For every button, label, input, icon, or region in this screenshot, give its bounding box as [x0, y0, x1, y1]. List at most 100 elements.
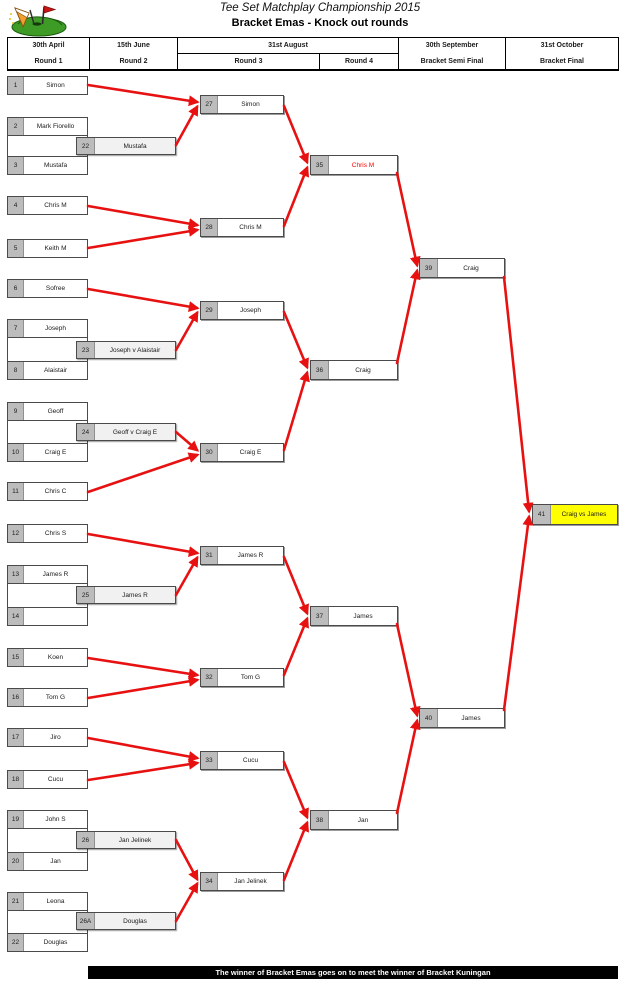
match-number: 31	[201, 547, 218, 564]
match-player: Mark Fiorello	[36, 123, 75, 130]
match-number: 1	[8, 77, 24, 94]
match-number: 28	[201, 219, 218, 236]
match-player: Sofree	[45, 285, 66, 292]
header-col-round1: 30th April Round 1	[8, 38, 89, 69]
match-box-sf-39: 39 Craig	[419, 258, 505, 278]
match-number: 29	[201, 302, 218, 319]
match-player: Chris S	[44, 530, 67, 537]
match-player: Mustafa	[43, 162, 68, 169]
match-player: Craig	[463, 264, 479, 272]
match-box-r1-16: 16 Tom G	[7, 688, 88, 707]
match-box-r1-15: 15 Koen	[7, 648, 88, 667]
match-number: 20	[8, 853, 24, 870]
match-number: 15	[8, 649, 24, 666]
match-number: 4	[8, 197, 24, 214]
footer-banner: The winner of Bracket Emas goes on to me…	[88, 966, 618, 979]
match-number: 33	[201, 752, 218, 769]
match-number: 16	[8, 689, 24, 706]
match-player: Chris C	[44, 488, 67, 495]
match-player: Keith M	[44, 245, 67, 252]
bracket-subtitle: Bracket Emas - Knock out rounds	[231, 17, 409, 29]
header-round3: Round 3	[234, 58, 263, 65]
match-player: James R	[42, 571, 69, 578]
match-player: Alaistair	[43, 367, 68, 374]
match-player: Koen	[47, 654, 64, 661]
match-number: 22	[8, 934, 24, 951]
match-player: James	[461, 714, 481, 722]
match-number: 30	[201, 444, 218, 461]
header-date: 31st August	[268, 42, 308, 49]
match-player: Jan	[357, 816, 369, 824]
header-round: Round 1	[34, 57, 63, 65]
match-player: James R	[95, 587, 175, 603]
match-player: James R	[237, 552, 264, 559]
match-number: 39	[420, 259, 438, 277]
header-round: Round 2	[119, 57, 148, 65]
match-player: Leona	[46, 898, 65, 905]
match-box-r1-14: 14	[7, 607, 88, 626]
match-number: 35	[311, 156, 329, 174]
header-col-round3-4: 31st August Round 3 Round 4	[177, 38, 398, 69]
match-player: Simon	[241, 101, 260, 108]
match-number: 26	[77, 832, 95, 848]
match-player: Douglas	[43, 939, 68, 946]
match-number: 25	[77, 587, 95, 603]
match-player: Geoff	[47, 408, 64, 415]
match-number: 24	[77, 424, 95, 440]
match-number: 32	[201, 669, 218, 686]
match-player: Simon	[46, 82, 65, 89]
header-col-final: 31st October Bracket Final	[505, 38, 618, 69]
match-player: Geoff v Craig E	[95, 424, 175, 440]
match-player: Tom G	[45, 694, 66, 701]
bracket-connector	[7, 829, 8, 852]
match-player: Jan Jelinek	[95, 832, 175, 848]
match-box-r4-35: 35 Chris M	[310, 155, 398, 175]
match-player: Chris M	[351, 161, 375, 169]
match-player: John S	[45, 816, 66, 823]
match-player: Craig	[355, 366, 371, 374]
match-number: 17	[8, 729, 24, 746]
match-box-r3-31: 31 James R	[200, 546, 284, 565]
match-box-r3-27: 27 Simon	[200, 95, 284, 114]
match-number: 13	[8, 566, 24, 583]
header-round: Bracket Semi Final	[420, 57, 484, 65]
match-number: 12	[8, 525, 24, 542]
match-player	[24, 608, 87, 625]
match-box-r1-13: 13 James R	[7, 565, 88, 584]
header-round: Bracket Final	[540, 57, 584, 65]
match-number: 27	[201, 96, 218, 113]
bracket-connector	[7, 136, 8, 156]
header-date: 30th September	[425, 42, 479, 50]
match-player: Cucu	[47, 776, 64, 783]
match-number: 10	[8, 444, 24, 461]
match-number: 23	[77, 342, 95, 358]
match-player: Chris M	[239, 224, 262, 231]
bracket-connector	[7, 338, 8, 361]
match-number: 18	[8, 771, 24, 788]
header-subrow: Round 3 Round 4	[178, 53, 398, 69]
match-box-r1-12: 12 Chris S	[7, 524, 88, 543]
bracket-connector	[7, 421, 8, 443]
